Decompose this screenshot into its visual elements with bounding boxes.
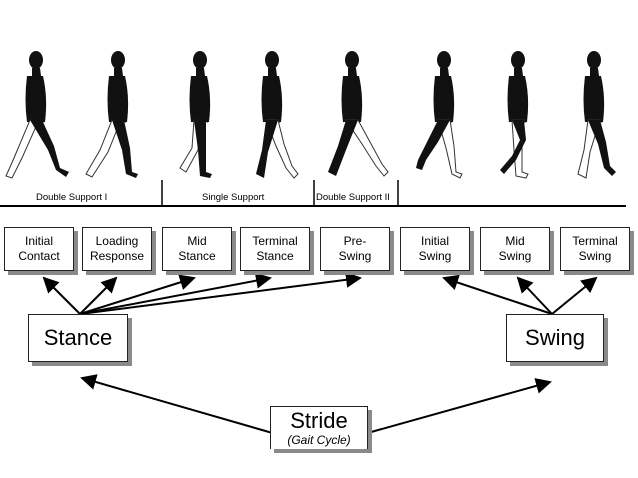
phase-box-mid-stance: Mid Stance: [162, 227, 232, 271]
swing-box: Swing: [506, 314, 604, 362]
figure-pre-swing: [328, 51, 389, 177]
stride-sublabel: (Gait Cycle): [287, 433, 351, 447]
walking-figures: [5, 51, 616, 179]
support-label-double-1: Double Support I: [36, 192, 108, 203]
stride-box: Stride (Gait Cycle): [270, 406, 368, 449]
stance-label: Stance: [43, 325, 113, 350]
figure-loading-response: [85, 51, 138, 178]
stride-label: Stride: [290, 408, 348, 433]
phase-box-initial-contact: Initial Contact: [4, 227, 74, 271]
support-label-single: Single Support: [202, 192, 265, 203]
figure-terminal-swing: [577, 51, 616, 179]
figure-mid-swing: [500, 51, 529, 179]
stance-box: Stance: [28, 314, 128, 362]
support-label-double-2: Double Support II: [316, 192, 390, 203]
figure-initial-contact: [5, 51, 69, 179]
figure-terminal-stance: [256, 51, 299, 179]
phase-box-terminal-swing: Terminal Swing: [560, 227, 630, 271]
support-axis: [0, 180, 626, 207]
phase-box-terminal-stance: Terminal Stance: [240, 227, 310, 271]
figure-mid-stance: [179, 51, 212, 178]
phase-box-loading-response: Loading Response: [82, 227, 152, 271]
phase-box-pre-swing: Pre- Swing: [320, 227, 390, 271]
figure-initial-swing: [416, 51, 463, 179]
phase-box-initial-swing: Initial Swing: [400, 227, 470, 271]
phase-box-mid-swing: Mid Swing: [480, 227, 550, 271]
swing-label: Swing: [525, 325, 585, 350]
